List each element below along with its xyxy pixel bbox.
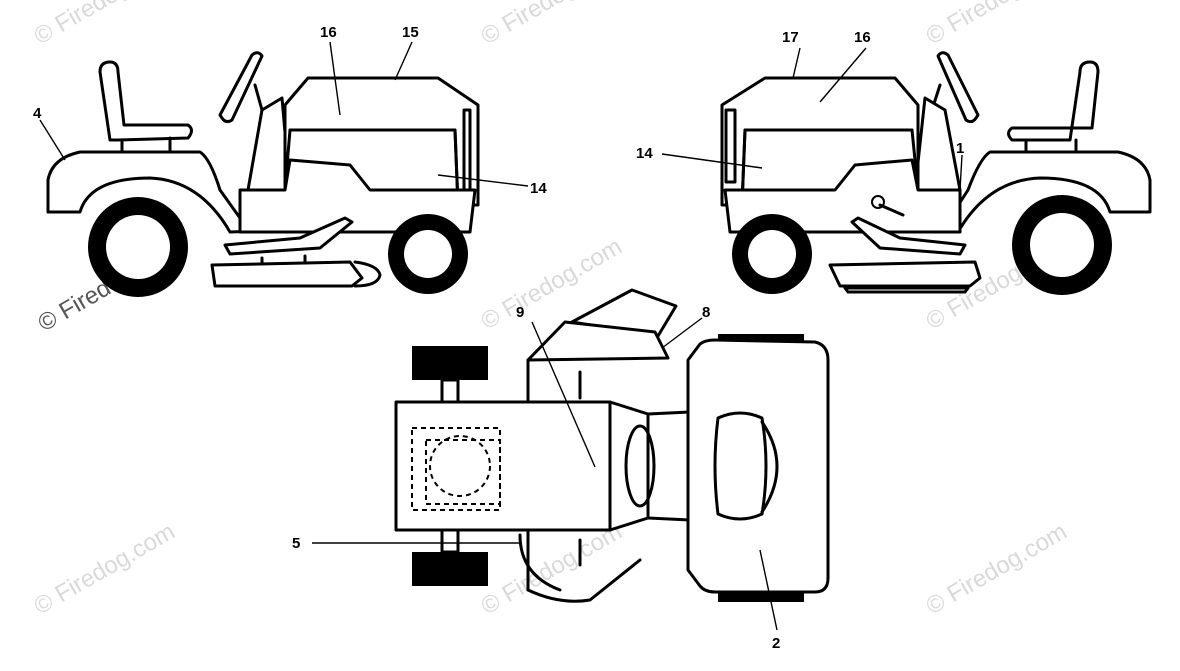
- watermark: © Firedog.com: [477, 518, 627, 620]
- tractor-left-side-view: [46, 51, 480, 297]
- callout-9: 9: [516, 304, 524, 321]
- callout-5: 5: [292, 535, 300, 552]
- callout-16-left: 16: [320, 24, 337, 41]
- watermark: © Firedog.com: [30, 0, 180, 50]
- callout-14-right: 14: [636, 145, 653, 162]
- watermark: © Firedog.com: [477, 0, 627, 50]
- callout-2: 2: [772, 635, 780, 652]
- watermark: © Firedog.com: [30, 518, 180, 620]
- callout-4: 4: [33, 105, 42, 122]
- watermark: © Firedog.com: [922, 518, 1072, 620]
- callout-16-right: 16: [854, 29, 871, 46]
- tractor-right-side-view: [720, 51, 1152, 295]
- leader-lines: [39, 41, 963, 631]
- watermark: © Firedog.com: [922, 0, 1072, 50]
- callout-17: 17: [782, 29, 799, 46]
- callouts: 16 15 4 14 17 16 14 1 9 8 5 2: [33, 24, 964, 652]
- tractor-top-view: [394, 288, 830, 603]
- callout-15: 15: [402, 24, 419, 41]
- callout-8: 8: [702, 304, 710, 321]
- callout-14-left: 14: [530, 180, 547, 197]
- callout-1: 1: [956, 140, 964, 157]
